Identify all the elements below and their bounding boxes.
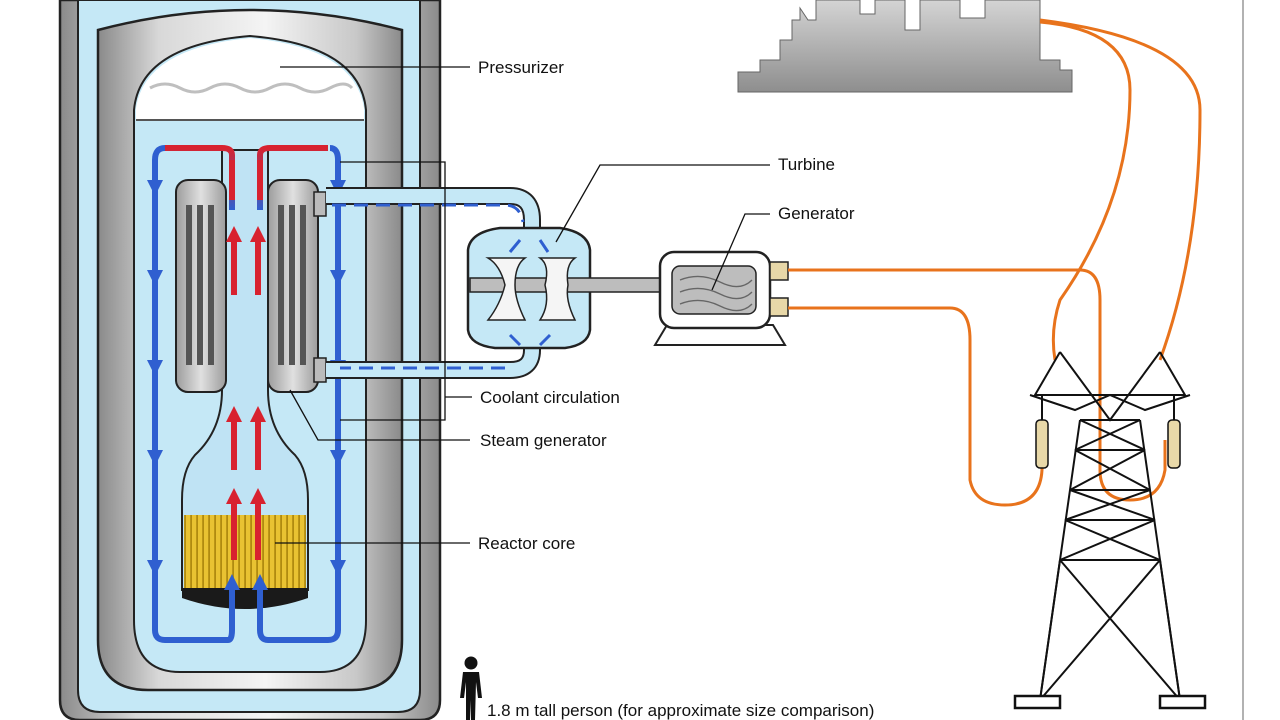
person-icon bbox=[460, 656, 482, 720]
generator bbox=[653, 250, 789, 346]
pressurizer-wave bbox=[149, 82, 354, 94]
hot-coolant-arrows bbox=[226, 226, 266, 560]
turbine bbox=[466, 226, 661, 350]
steam-generator-right bbox=[267, 179, 327, 393]
generator-label: Generator bbox=[778, 204, 855, 223]
turbine-label: Turbine bbox=[778, 155, 835, 174]
reactor-core bbox=[182, 515, 308, 609]
steam-piping bbox=[326, 187, 541, 379]
power-lines bbox=[788, 18, 1202, 507]
coolant-circulation-label: Coolant circulation bbox=[480, 388, 620, 407]
reactor-module bbox=[58, 0, 442, 720]
transmission-tower-icon bbox=[1013, 351, 1207, 710]
reactor-core-label: Reactor core bbox=[478, 534, 575, 553]
pressurizer-steam-space bbox=[136, 38, 364, 120]
steam-generator-label: Steam generator bbox=[480, 431, 607, 450]
steam-generator-left bbox=[175, 179, 227, 393]
scale-person-label: 1.8 m tall person (for approximate size … bbox=[487, 701, 874, 720]
callout-leaders bbox=[275, 66, 770, 544]
city-skyline-icon bbox=[737, 0, 1073, 93]
pressurizer-label: Pressurizer bbox=[478, 58, 564, 77]
